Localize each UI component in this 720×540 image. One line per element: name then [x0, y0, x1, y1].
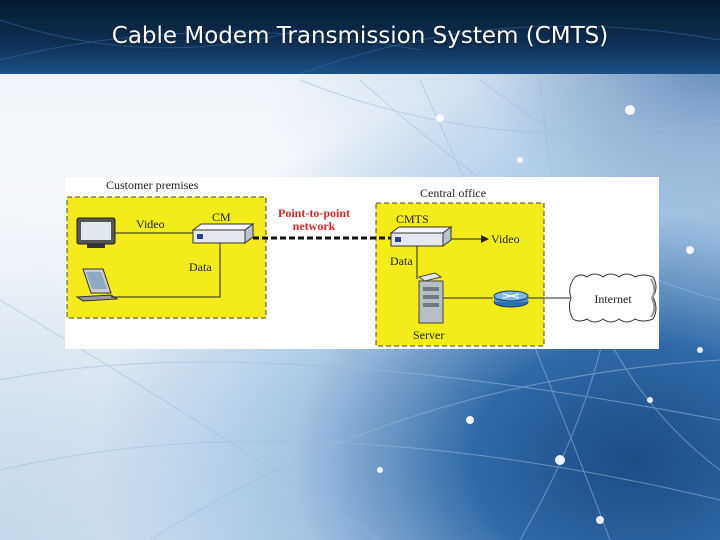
server-icon: [417, 272, 444, 324]
central-office-label: Central office: [420, 186, 486, 200]
server-label: Server: [413, 328, 444, 342]
router-icon: [493, 290, 529, 308]
video-label-customer: Video: [136, 217, 165, 231]
internet-cloud-icon: [568, 273, 657, 323]
laptop-icon: [75, 268, 119, 302]
data-label-office: Data: [390, 254, 413, 268]
data-line-customer: [111, 243, 221, 298]
video-arrow: [481, 235, 489, 243]
cm-label: CM: [212, 210, 231, 224]
internet-label: Internet: [594, 292, 632, 306]
slide-title: Cable Modem Transmission System (CMTS): [111, 23, 609, 49]
video-label-office: Video: [491, 232, 520, 246]
network-label-line1: Point-to-point: [278, 206, 350, 220]
cable-modem-icon: [191, 223, 255, 244]
cmts-diagram: Customer premises Central office Point-t…: [65, 177, 659, 349]
data-label-customer: Data: [189, 260, 212, 274]
cmts-modem-icon: [389, 226, 453, 247]
network-label-line2: network: [293, 219, 336, 233]
cmts-label: CMTS: [396, 212, 429, 226]
tv-icon: [76, 217, 116, 248]
title-bar: [0, 0, 720, 74]
customer-premises-label: Customer premises: [106, 178, 199, 192]
